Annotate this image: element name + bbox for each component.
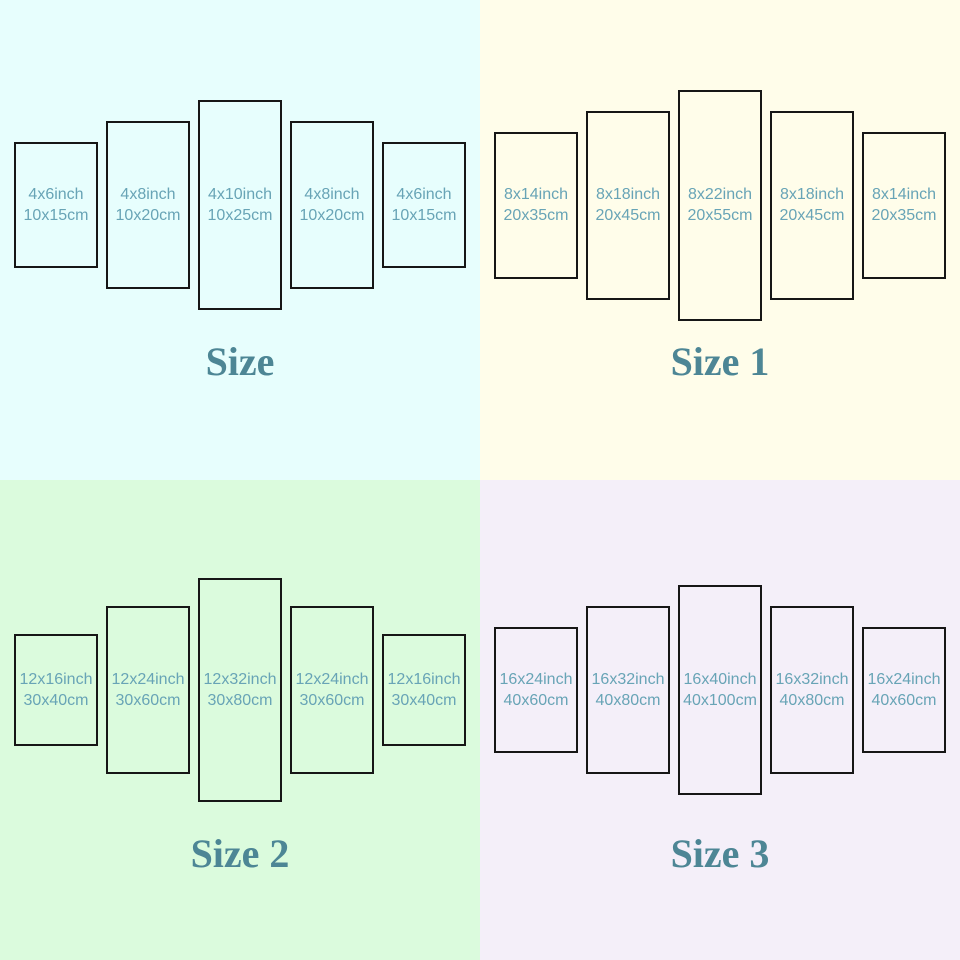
canvas-panel: 8x14inch 20x35cm [494,131,578,279]
quadrant-size: 4x6inch 10x15cm 4x8inch 10x20cm 4x10inch… [0,0,480,480]
canvas-panel: 8x14inch 20x35cm [862,131,946,279]
panel-size-cm: 30x80cm [207,692,273,709]
panel-size-inches: 4x6inch [28,186,84,203]
canvas-panel: 16x32inch 40x80cm [586,606,670,774]
panel-size-inches: 8x18inch [595,186,661,203]
panel-size-inches: 12x16inch [19,671,93,688]
panel-size-inches: 8x22inch [687,186,753,203]
panel-size-cm: 30x60cm [299,692,365,709]
panel-size-inches: 16x24inch [867,671,941,688]
panel-size-inches: 8x14inch [503,186,569,203]
panel-size-cm: 10x15cm [391,207,457,224]
quadrant-title: Size [205,339,275,384]
panel-size-cm: 20x55cm [687,207,753,224]
panel-size-cm: 40x80cm [595,692,661,709]
panel-size-inches: 4x8inch [304,186,360,203]
canvas-panel: 8x22inch 20x55cm [678,89,762,321]
quadrant-title: Size 3 [670,831,770,876]
panel-size-cm: 30x40cm [23,692,89,709]
panel-size-inches: 16x32inch [591,671,665,688]
canvas-panel: 12x24inch 30x60cm [290,606,374,774]
quadrant-size-1: 8x14inch 20x35cm 8x18inch 20x45cm 8x22in… [480,0,960,480]
panel-size-inches: 16x40inch [683,671,757,688]
panel-size-inches: 4x8inch [120,186,176,203]
panel-size-inches: 12x24inch [295,671,369,688]
panel-row: 12x16inch 30x40cm 12x24inch 30x60cm 12x3… [0,480,480,900]
canvas-panel: 4x10inch 10x25cm [198,100,282,310]
panel-size-cm: 20x35cm [503,207,569,224]
panel-size-inches: 8x18inch [779,186,845,203]
panel-size-inches: 4x10inch [207,186,273,203]
quadrant-title: Size 2 [190,831,290,876]
quadrant-size-2: 12x16inch 30x40cm 12x24inch 30x60cm 12x3… [0,480,480,960]
canvas-panel: 12x16inch 30x40cm [14,634,98,746]
canvas-panel: 8x18inch 20x45cm [586,110,670,300]
panel-size-cm: 10x15cm [23,207,89,224]
panel-size-cm: 10x20cm [299,207,365,224]
panel-size-cm: 20x35cm [871,207,937,224]
canvas-panel: 16x24inch 40x60cm [494,627,578,753]
panel-size-cm: 30x60cm [115,692,181,709]
panel-row: 16x24inch 40x60cm 16x32inch 40x80cm 16x4… [480,480,960,900]
panel-size-inches: 4x6inch [396,186,452,203]
canvas-panel: 4x6inch 10x15cm [14,142,98,268]
panel-size-inches: 12x24inch [111,671,185,688]
panel-row: 4x6inch 10x15cm 4x8inch 10x20cm 4x10inch… [0,0,480,410]
canvas-panel: 4x6inch 10x15cm [382,142,466,268]
panel-size-cm: 30x40cm [391,692,457,709]
panel-size-cm: 10x20cm [115,207,181,224]
panel-size-cm: 40x60cm [871,692,937,709]
panel-size-cm: 40x80cm [779,692,845,709]
panel-size-inches: 12x32inch [203,671,277,688]
panel-size-cm: 40x100cm [683,692,757,709]
canvas-panel: 4x8inch 10x20cm [290,121,374,289]
panel-size-inches: 8x14inch [871,186,937,203]
panel-size-cm: 10x25cm [207,207,273,224]
panel-size-cm: 20x45cm [779,207,845,224]
canvas-panel: 16x32inch 40x80cm [770,606,854,774]
canvas-panel: 12x32inch 30x80cm [198,578,282,802]
canvas-panel: 4x8inch 10x20cm [106,121,190,289]
panel-size-cm: 40x60cm [503,692,569,709]
panel-size-inches: 12x16inch [387,671,461,688]
canvas-panel: 8x18inch 20x45cm [770,110,854,300]
quadrant-size-3: 16x24inch 40x60cm 16x32inch 40x80cm 16x4… [480,480,960,960]
canvas-panel: 16x40inch 40x100cm [678,585,762,795]
panel-size-inches: 16x32inch [775,671,849,688]
panel-size-cm: 20x45cm [595,207,661,224]
panel-row: 8x14inch 20x35cm 8x18inch 20x45cm 8x22in… [480,0,960,410]
canvas-panel: 12x16inch 30x40cm [382,634,466,746]
canvas-panel: 12x24inch 30x60cm [106,606,190,774]
panel-size-inches: 16x24inch [499,671,573,688]
quadrant-title: Size 1 [670,339,770,384]
canvas-panel: 16x24inch 40x60cm [862,627,946,753]
